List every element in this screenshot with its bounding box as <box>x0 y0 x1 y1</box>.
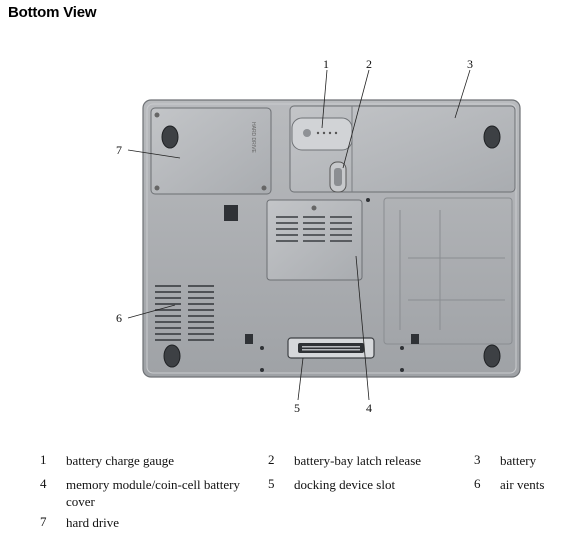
legend-item: 5 docking device slot <box>268 476 468 493</box>
legend-item: 2 battery-bay latch release <box>268 452 468 469</box>
legend-num: 1 <box>40 452 47 467</box>
callout-6: 6 <box>116 311 122 325</box>
callout-5: 5 <box>294 401 300 415</box>
right-panel-lines <box>383 197 513 345</box>
callout-4: 4 <box>366 401 372 415</box>
callout-1: 1 <box>323 57 329 71</box>
callout-lines <box>127 69 471 401</box>
air-vents <box>155 285 214 341</box>
page-title: Bottom View <box>8 4 97 21</box>
legend-item: 4 memory module/coin-cell battery cover <box>40 476 262 510</box>
callout-2: 2 <box>366 57 372 71</box>
legend-num: 2 <box>268 452 275 467</box>
legend-item: 7 hard drive <box>40 514 260 531</box>
memory-cover-panel <box>266 199 363 281</box>
legend-text: memory module/coin-cell battery cover <box>66 477 240 509</box>
docking-slot <box>287 337 375 359</box>
hard-drive-panel: HARD DRIVE <box>150 107 272 195</box>
legend-text: air vents <box>500 477 545 492</box>
hard-drive-text: HARD DRIVE <box>250 122 256 154</box>
legend-num: 3 <box>474 452 481 467</box>
legend-text: battery charge gauge <box>66 453 175 468</box>
battery-panel <box>289 105 516 193</box>
callout-numbers: 1 2 3 4 5 6 7 <box>116 57 473 415</box>
callout-3: 3 <box>467 57 473 71</box>
legend-num: 5 <box>268 476 275 491</box>
callout-7: 7 <box>116 143 122 157</box>
legend-item: 1 battery charge gauge <box>40 452 260 469</box>
rubber-feet <box>161 125 501 368</box>
legend-text: docking device slot <box>294 477 396 492</box>
small-latches <box>224 198 419 372</box>
legend-num: 6 <box>474 476 481 491</box>
legend-text: hard drive <box>66 515 120 530</box>
legend-text: battery-bay latch release <box>294 453 422 468</box>
legend-num: 4 <box>40 476 47 491</box>
legend-num: 7 <box>40 514 47 529</box>
legend-item: 6 air vents <box>474 476 564 493</box>
legend-item: 3 battery <box>474 452 564 469</box>
legend-text: battery <box>500 453 537 468</box>
